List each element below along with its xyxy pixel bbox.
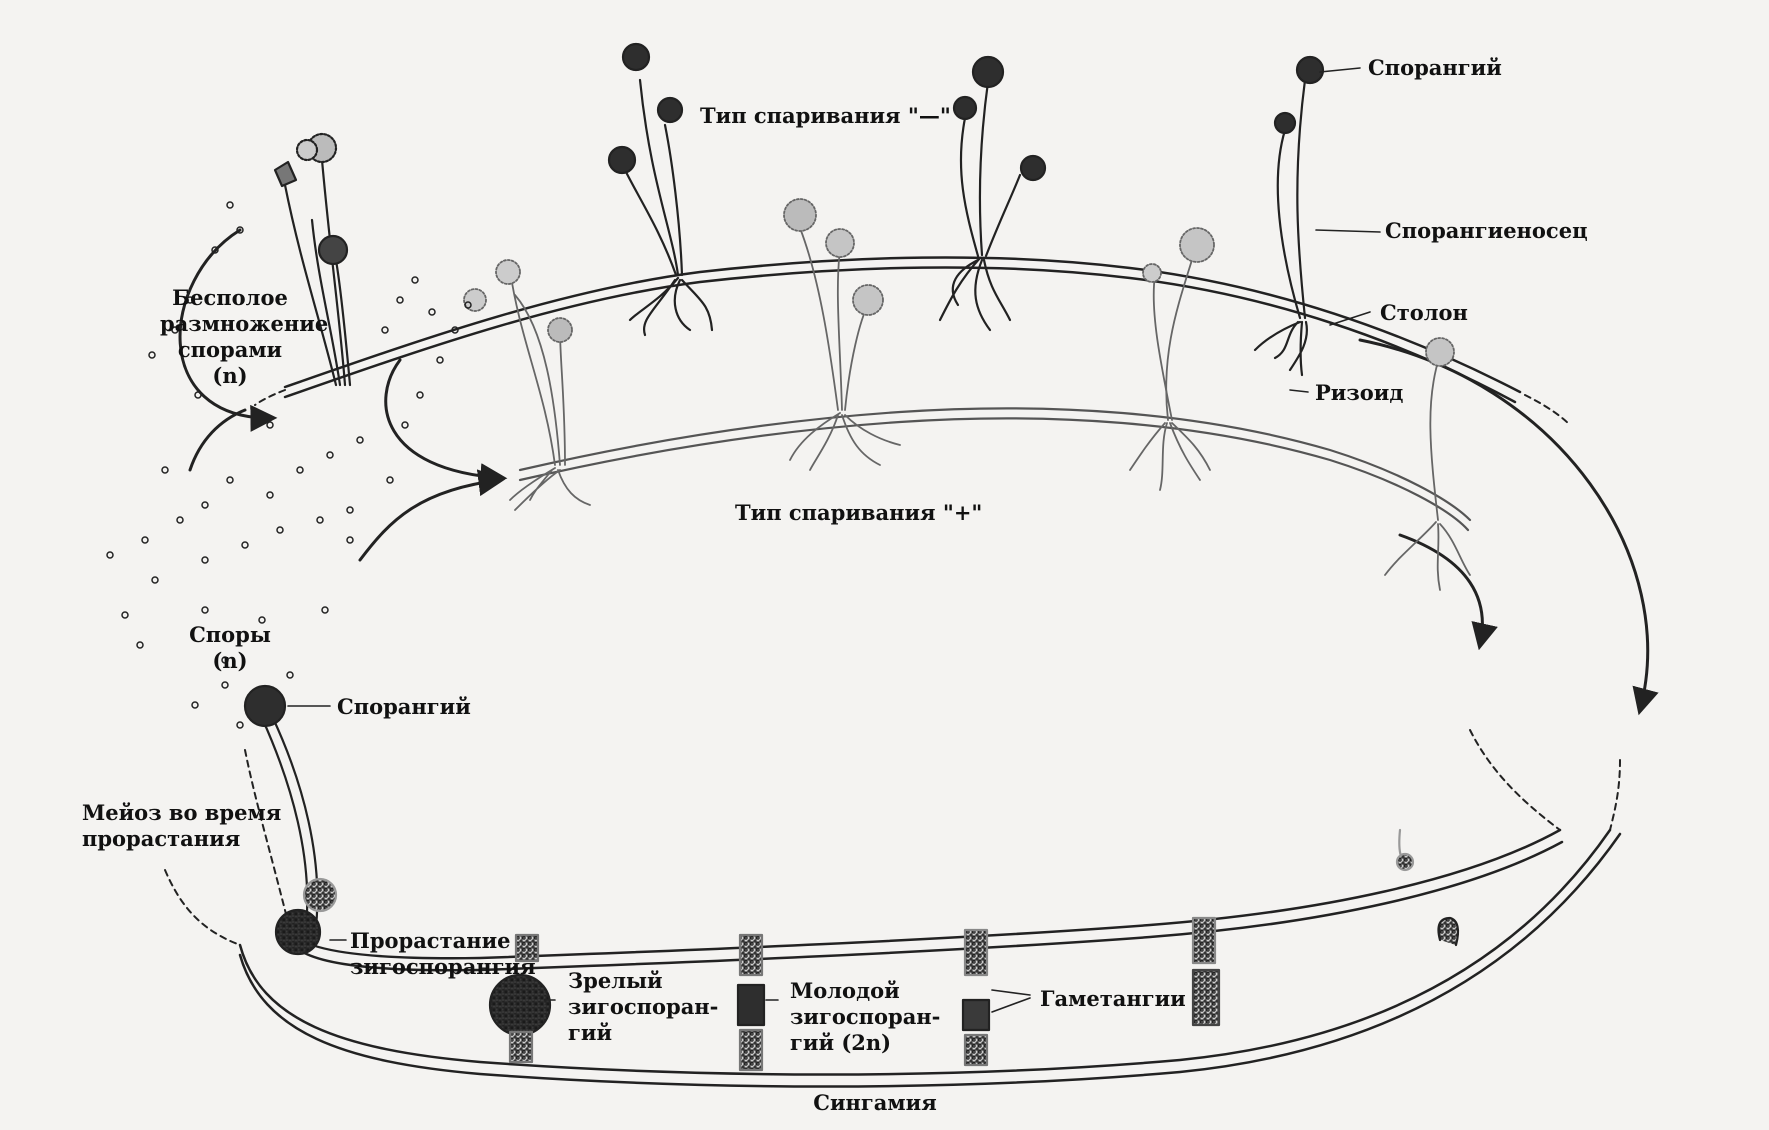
label-gametangia: Гаметангии	[1040, 986, 1186, 1012]
leader-lines	[288, 68, 1380, 1012]
label-sporangium-top: Спорангий	[1368, 55, 1502, 81]
label-mature-zygosporangium: Зрелый зигоспоран- гий	[568, 968, 718, 1046]
middle-stolon	[520, 408, 1470, 530]
label-rhizoid: Ризоид	[1315, 380, 1403, 406]
sporangium-left-1	[319, 236, 347, 264]
label-sporangium-bottom: Спорангий	[337, 694, 471, 720]
label-young-zygosporangium: Молодой зигоспоран- гий (2n)	[790, 978, 940, 1056]
minus-sporangiophores	[609, 44, 1323, 375]
label-sporangiophore: Спорангиеносец	[1385, 218, 1588, 244]
spores-scatter	[107, 202, 471, 728]
label-mating-type-plus: Тип спаривания "+"	[735, 500, 982, 526]
label-mating-type-minus: Тип спаривания "—"	[700, 103, 951, 129]
label-stolon: Столон	[1380, 300, 1468, 326]
label-meiosis: Мейоз во время прорастания	[82, 800, 281, 852]
label-asexual-reproduction: Бесполое размножение спорами (n)	[160, 285, 300, 389]
label-spores: Споры (n)	[180, 622, 280, 674]
label-zygosporangium-germination: Прорастание зигоспорангия	[350, 928, 536, 980]
label-syngamy: Сингамия	[760, 1090, 990, 1116]
